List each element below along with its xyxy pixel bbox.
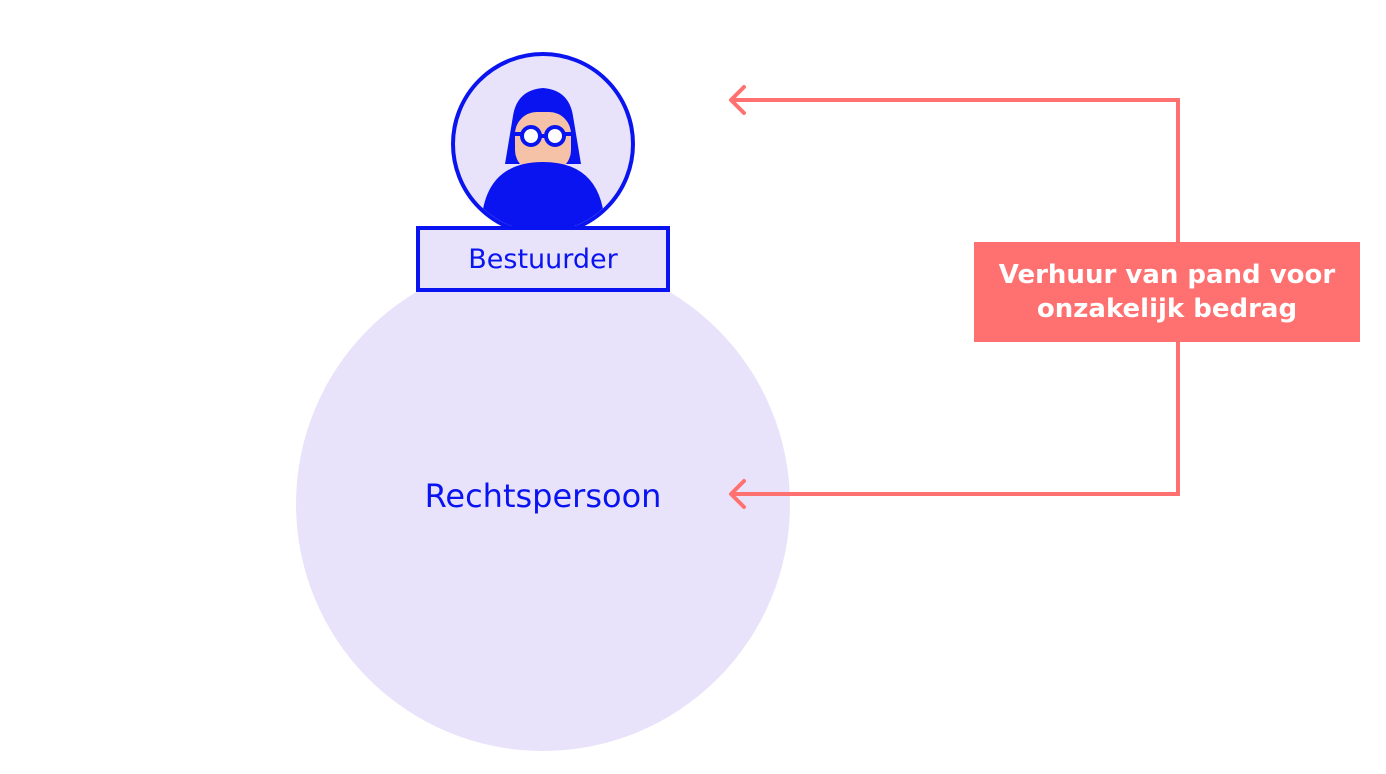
flow-label-box: Verhuur van pand voor onzakelijk bedrag bbox=[974, 242, 1360, 342]
legal-entity-circle bbox=[296, 257, 790, 751]
legal-entity-label: Rechtspersoon bbox=[424, 477, 662, 515]
person-with-glasses-icon bbox=[481, 88, 605, 232]
flow-label-line-2: onzakelijk bedrag bbox=[1036, 294, 1298, 324]
arrowhead-to-entity bbox=[729, 479, 746, 509]
person-avatar bbox=[451, 52, 635, 236]
role-label-box: Bestuurder bbox=[416, 226, 670, 292]
arrowhead-to-person bbox=[729, 85, 746, 115]
flow-label-line-1: Verhuur van pand voor bbox=[998, 260, 1336, 290]
role-label: Bestuurder bbox=[468, 243, 618, 275]
